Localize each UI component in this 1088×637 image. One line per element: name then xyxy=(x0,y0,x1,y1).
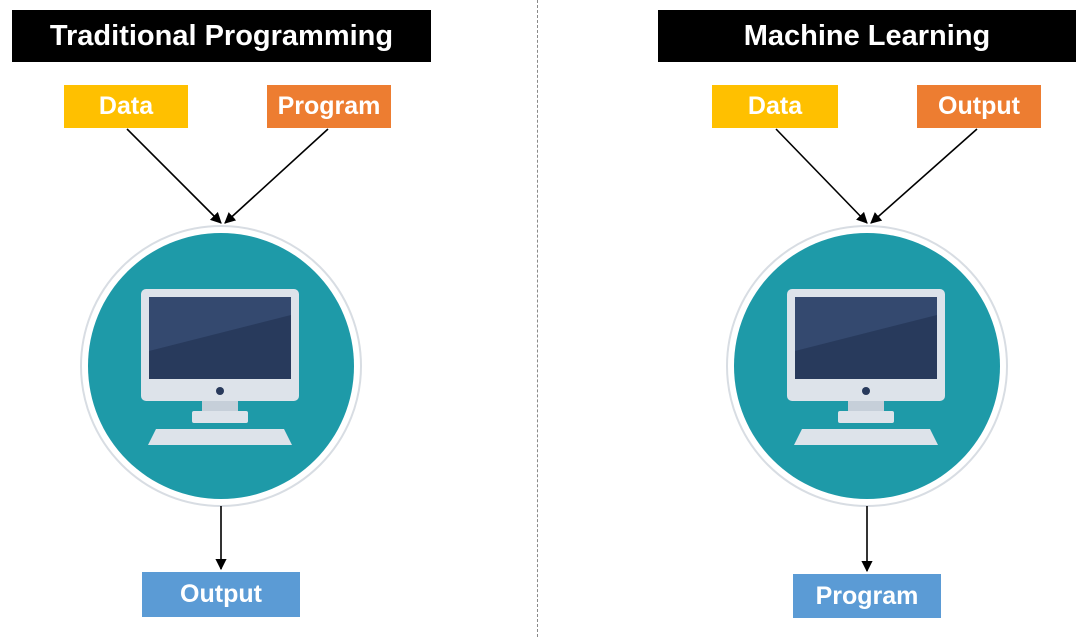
right-desktop-computer-icon xyxy=(726,225,1008,507)
right-output-arrow xyxy=(870,128,978,224)
right-program-result-box: Program xyxy=(793,574,941,618)
left-output-result-box: Output xyxy=(142,572,300,617)
right-data-box: Data xyxy=(712,85,838,128)
left-program-arrow xyxy=(224,128,329,224)
left-desktop-computer-icon xyxy=(80,225,362,507)
traditional-programming-title: Traditional Programming xyxy=(12,10,431,62)
machine-learning-title: Machine Learning xyxy=(658,10,1076,62)
left-data-arrow xyxy=(126,128,222,224)
right-data-arrow xyxy=(775,128,868,224)
left-data-box: Data xyxy=(64,85,188,128)
left-program-input-box: Program xyxy=(267,85,391,128)
right-output-input-box: Output xyxy=(917,85,1041,128)
panel-divider xyxy=(537,0,538,637)
